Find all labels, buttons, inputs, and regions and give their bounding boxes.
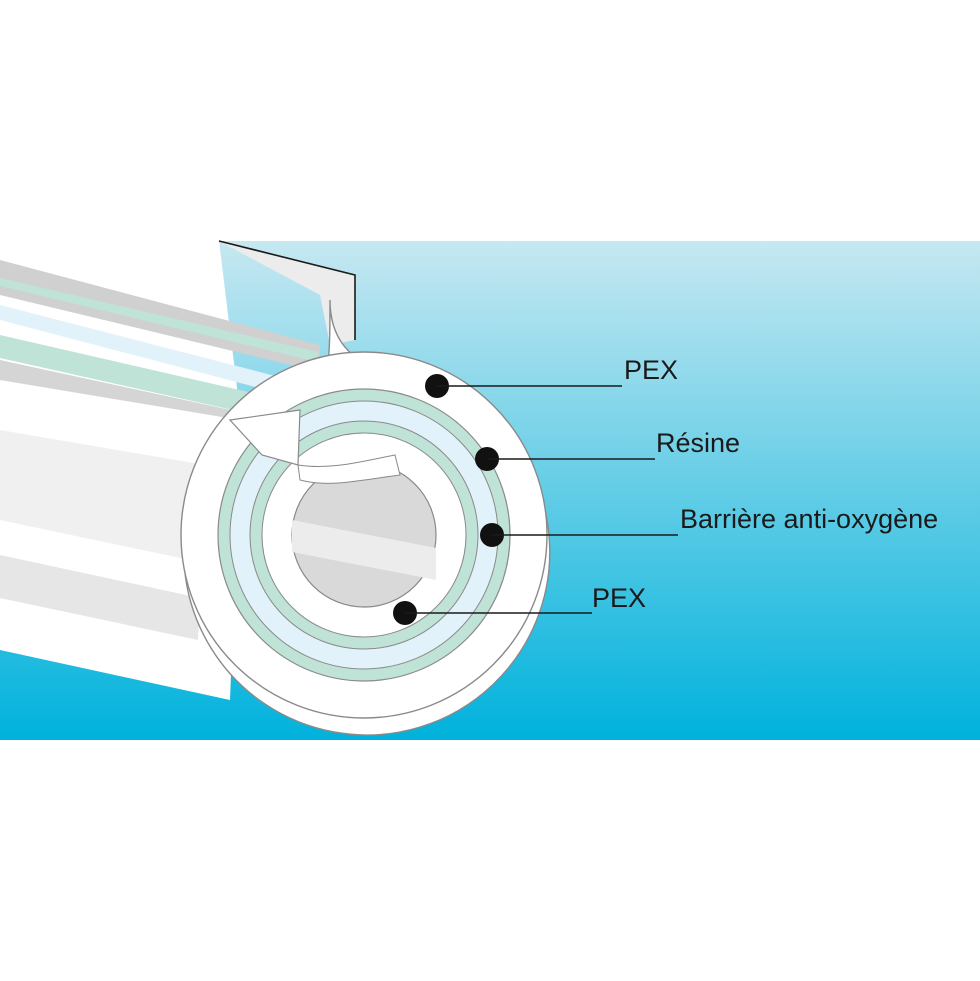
label-pex-outer: PEX — [624, 355, 678, 385]
label-resine: Résine — [656, 428, 740, 458]
pipe-cut-layer-resin — [0, 278, 318, 362]
callout-barriere: Barrière anti-oxygène — [480, 504, 938, 547]
label-pex-inner: PEX — [592, 583, 646, 613]
pipe-bottom-shade — [0, 555, 200, 640]
pipe-cross-section — [180, 299, 551, 736]
callout-pex-outer: PEX — [425, 355, 678, 398]
pipe-body — [0, 240, 356, 700]
pipe-cut-layer-barrier — [0, 305, 310, 400]
pipe-top-edge — [218, 240, 356, 340]
pipe-lower-shade — [0, 430, 205, 560]
pipe-cut-layer-inner — [0, 360, 300, 425]
callout-pex-inner: PEX — [393, 583, 646, 625]
bore-highlight — [292, 520, 436, 580]
label-barriere-anti-oxygene: Barrière anti-oxygène — [680, 504, 938, 534]
cutaway-flap — [297, 454, 401, 484]
callout-resine: Résine — [475, 428, 740, 471]
pipe-cut-layer-resin-inner — [0, 335, 305, 425]
